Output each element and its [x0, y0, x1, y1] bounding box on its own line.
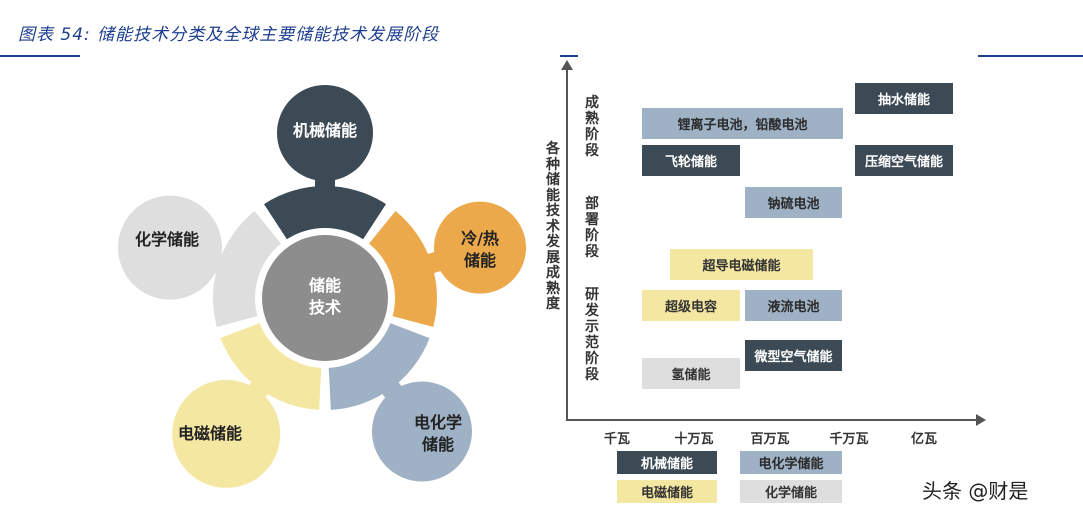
- item-li-ion-lead-acid: 锂离子电池，铅酸电池: [642, 108, 843, 139]
- title-rule-gap-left: [80, 55, 560, 57]
- legend-chemical: 化学储能: [740, 480, 842, 503]
- x-tick-kw: 千瓦: [603, 432, 630, 447]
- legend-magnetic: 电磁储能: [617, 480, 717, 503]
- wheel-label-electrochem: 电化学储能: [413, 413, 462, 454]
- x-tick-100mw: 亿瓦: [910, 432, 937, 447]
- legend-electrochem: 电化学储能: [740, 451, 842, 474]
- wheel-label-thermal: 冷/热储能: [461, 229, 499, 270]
- item-pumped-hydro: 抽水储能: [855, 83, 953, 114]
- ring-segment-mech: [264, 186, 386, 240]
- y-axis-arrow-icon: [561, 60, 573, 70]
- item-supercapacitor: 超级电容: [642, 290, 740, 321]
- node-thermal: [434, 201, 527, 294]
- wheel-center-label: 储能技术: [308, 276, 341, 317]
- item-micro-compressed-air: 微型空气储能: [745, 340, 842, 371]
- title-rule-gap-right: [578, 55, 978, 57]
- item-compressed-air: 压缩空气储能: [855, 145, 953, 176]
- center-circle: [262, 235, 388, 361]
- item-flow-battery: 液流电池: [745, 290, 842, 321]
- x-tick-100kw: 十万瓦: [674, 432, 714, 447]
- wheel-label-magnetic: 电磁储能: [177, 424, 242, 443]
- item-superconducting: 超导电磁储能: [670, 249, 813, 280]
- x-tick-mw: 百万瓦: [750, 432, 790, 447]
- y-axis: [566, 68, 568, 421]
- item-flywheel: 飞轮储能: [642, 145, 740, 176]
- wheel-ring: [213, 186, 437, 410]
- item-hydrogen: 氢储能: [642, 358, 740, 389]
- figure-title: 图表 54: 储能技术分类及全球主要储能技术发展阶段: [18, 25, 440, 45]
- wheel-label-mech: 机械储能: [292, 121, 357, 140]
- ring-segment-chemical: [213, 210, 281, 327]
- node-mech: [277, 85, 373, 181]
- node-magnetic: [172, 379, 281, 488]
- ring-segment-thermal: [369, 210, 437, 327]
- stage-label-rnd: 研发示范阶段: [585, 287, 599, 383]
- x-tick-10mw: 千万瓦: [829, 432, 869, 447]
- stage-label-deploy: 部署阶段: [585, 196, 599, 260]
- wheel-label-chemical: 化学储能: [134, 230, 199, 249]
- node-chemical: [117, 195, 222, 300]
- storage-wheel-diagram: [117, 85, 527, 488]
- ring-segment-electrochem: [328, 323, 430, 410]
- x-axis-arrow-icon: [976, 414, 986, 426]
- y-axis-title: 各种储能技术发展成熟度: [546, 141, 560, 312]
- x-axis: [566, 419, 978, 421]
- watermark: 头条 @财是: [922, 479, 1029, 503]
- ring-segment-magnetic: [220, 323, 322, 410]
- legend-mech: 机械储能: [617, 451, 717, 474]
- node-electrochem: [371, 381, 472, 482]
- stage-label-mature: 成熟阶段: [585, 95, 599, 159]
- item-sodium-sulfur: 钠硫电池: [745, 187, 842, 218]
